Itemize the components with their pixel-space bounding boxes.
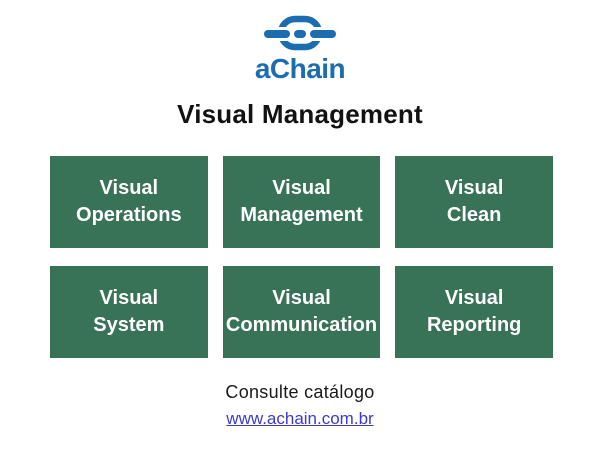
- tile-label: Visual Communication: [225, 287, 378, 336]
- tile-visual-reporting: Visual Reporting: [395, 266, 553, 358]
- catalog-caption: Consulte catálogo: [225, 382, 375, 402]
- chain-link-icon: [264, 15, 336, 51]
- tile-visual-system: Visual System: [50, 266, 208, 358]
- tile-visual-operations: Visual Operations: [50, 156, 208, 248]
- footer: Consulte catálogo www.achain.com.br: [0, 382, 600, 429]
- tile-label: Visual Reporting: [426, 287, 522, 336]
- logo-text: aChain: [254, 53, 346, 84]
- website-link[interactable]: www.achain.com.br: [226, 409, 374, 428]
- tile-visual-management: Visual Management: [222, 156, 381, 248]
- tile-label: Visual System: [93, 287, 165, 336]
- page-title: Visual Management: [177, 99, 423, 129]
- logo: aChain: [0, 0, 600, 83]
- tile-label: Visual Management: [240, 177, 363, 226]
- tile-visual-communication: Visual Communication: [222, 266, 381, 358]
- tile-grid: Visual Operations Visual Management Visu…: [50, 156, 553, 358]
- tile-label: Visual Clean: [444, 177, 504, 226]
- tile-label: Visual Operations: [76, 177, 182, 226]
- tile-visual-clean: Visual Clean: [395, 156, 553, 248]
